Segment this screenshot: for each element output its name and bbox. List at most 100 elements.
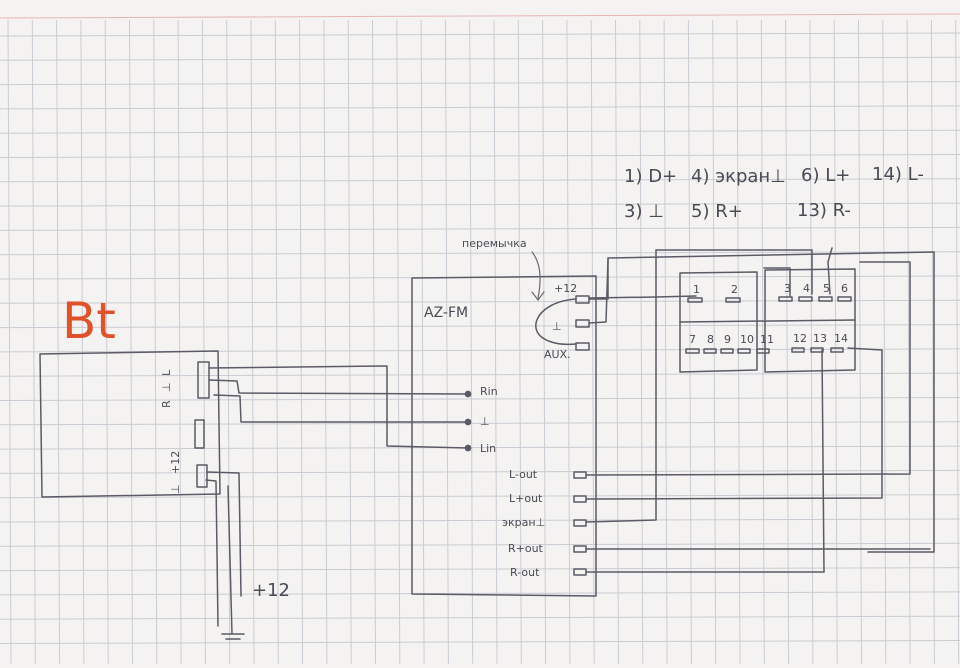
iso-connector: 1 2 3 4 5 6 7 8 9 10 11 12 13 14 (607, 251, 935, 553)
connector-pin-11: 11 (760, 333, 774, 346)
legend-item-4: 4) экран⊥ (691, 166, 786, 187)
grid-line (663, 19, 668, 665)
grid-line (0, 226, 960, 231)
az-fm-output-r-minus: R-out (510, 566, 540, 579)
connector-pin-bar (837, 296, 852, 302)
bt-pin-r: R (160, 400, 173, 408)
paper-edge (0, 13, 960, 19)
az-fm-input-rin: Rin (480, 385, 498, 398)
grid-line (517, 19, 522, 665)
bt-connector-bottom (196, 464, 208, 488)
grid-line (153, 19, 158, 665)
az-fm-input-lin: Lin (480, 442, 496, 455)
grid-line (0, 372, 960, 377)
legend-item-6: 6) L+ (801, 165, 850, 186)
connector-pin-bar (810, 347, 824, 353)
grid-line (760, 19, 765, 665)
grid-line (785, 19, 790, 665)
grid-line (0, 178, 960, 183)
grid-line (0, 494, 960, 499)
az-fm-output-l-plus: L+out (509, 492, 543, 505)
ground-symbol (221, 633, 245, 640)
legend-item-5: 5) R+ (691, 201, 743, 222)
connector-pin-14: 14 (834, 332, 848, 345)
grid-line (566, 19, 571, 665)
grid-line (0, 32, 960, 37)
connector-left-housing (679, 271, 758, 373)
grid-line (0, 421, 960, 426)
jumper-loop (535, 298, 577, 346)
grid-line (882, 19, 887, 665)
az-fm-output-l-minus: L-out (509, 468, 538, 481)
connector-pin-bar (791, 347, 805, 353)
az-fm-module: AZ-FM Rin ⊥ Lin L-out L+out экран⊥ R+out… (411, 275, 597, 597)
grid-line (0, 129, 960, 134)
grid-line (736, 19, 741, 665)
jumper-arrow (531, 251, 545, 301)
aux-pin-plus12: +12 (554, 282, 577, 295)
connector-pin-10: 10 (740, 333, 754, 346)
connector-pin-bar (830, 347, 844, 353)
power-label: +12 (252, 580, 290, 601)
grid-line (0, 542, 960, 547)
grid-line (396, 19, 401, 665)
grid-line (0, 469, 960, 474)
grid-line (0, 640, 960, 644)
grid-line (56, 19, 61, 665)
grid-line (0, 154, 960, 158)
az-fm-output-shield: экран⊥ (502, 516, 545, 529)
grid-line (250, 19, 255, 665)
grid-line (201, 19, 206, 665)
grid-line (469, 19, 474, 665)
connector-pin-bar (737, 348, 751, 354)
grid-line (0, 105, 960, 110)
connector-pin-bar (725, 297, 741, 303)
grid-line (590, 19, 595, 665)
bt-box (39, 350, 221, 498)
bt-title: Bt (62, 292, 116, 350)
aux-pin-aux: AUX. (544, 348, 571, 361)
connector-pin-12: 12 (793, 332, 807, 345)
grid-line (0, 324, 960, 329)
az-fm-box (411, 275, 597, 597)
connector-pin-bar (720, 348, 734, 354)
grid-line (639, 19, 644, 665)
grid-line (0, 397, 960, 401)
grid-line (323, 19, 328, 665)
grid-line (906, 19, 911, 665)
grid-line (104, 19, 109, 665)
connector-pin-2: 2 (731, 283, 738, 296)
bt-power-leads (205, 471, 245, 640)
grid-line (0, 567, 960, 572)
grid-line (299, 19, 304, 665)
connector-pin-8: 8 (707, 333, 714, 346)
connector-pin-6: 6 (841, 282, 848, 295)
grid-line (347, 19, 352, 665)
connector-right-housing (764, 268, 856, 373)
grid-line (615, 19, 619, 665)
connector-outer-frame (607, 251, 935, 553)
bt-pin-gnd-top: ⊥ (160, 382, 173, 392)
connector-pin-7: 7 (689, 333, 696, 346)
grid-line (129, 19, 133, 665)
grid-line (274, 19, 279, 665)
grid-line (0, 615, 960, 620)
grid-line (542, 19, 547, 665)
grid-line (955, 19, 960, 665)
grid-line (444, 19, 449, 665)
grid-line (858, 19, 862, 665)
legend-item-13: 13) R- (797, 200, 851, 221)
grid-line (372, 19, 376, 665)
az-fm-title: AZ-FM (424, 305, 468, 321)
grid-line (0, 251, 960, 256)
connector-pin-1: 1 (693, 283, 700, 296)
output-wiring (585, 247, 931, 573)
grid-line (177, 19, 182, 665)
az-fm-input-gnd: ⊥ (480, 415, 490, 428)
connector-pin-4: 4 (803, 282, 810, 295)
connector-pin-bar (685, 348, 700, 354)
grid-line (420, 19, 425, 665)
grid-line (31, 19, 36, 665)
grid-line (7, 19, 12, 665)
